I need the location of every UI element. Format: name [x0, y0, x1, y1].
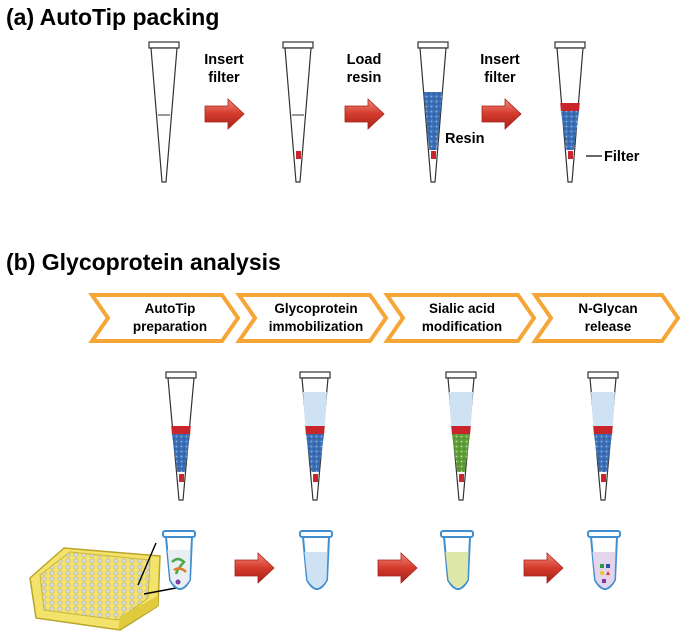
step-4-label-line2: release [585, 319, 632, 334]
step-1-label-line1: AutoTip [145, 301, 196, 316]
arrow-label-line1: Load [347, 52, 382, 68]
workflow-step-chevron-3 [383, 293, 537, 343]
autotip-preparation-tip [165, 371, 197, 501]
panel-b-title: (b) Glycoprotein analysis [6, 249, 281, 275]
sialic-acid-modification-tip [445, 371, 477, 501]
arrow-label-line2: filter [208, 70, 240, 86]
process-arrow-insert-filter-2 [481, 98, 522, 130]
step-2-label-line2: immobilization [269, 319, 364, 334]
arrow-label-line1: Insert [480, 52, 520, 68]
process-arrow-b1 [234, 552, 275, 584]
step-4-label-line1: N-Glycan [578, 301, 637, 316]
n-glycan-release-tip [587, 371, 619, 501]
arrow-label-line2: resin [347, 70, 382, 86]
arrow-label-line1: Insert [204, 52, 244, 68]
process-arrow-load-resin [344, 98, 385, 130]
glycoprotein-immobilization-tip [299, 371, 331, 501]
zoom-line-top [137, 542, 157, 586]
workflow-step-chevron-2 [235, 293, 389, 343]
sample-tube-immobilization [299, 530, 333, 590]
zoom-line-bottom [143, 587, 177, 595]
step-2-label-line1: Glycoprotein [274, 301, 357, 316]
sample-tube-n-glycan [587, 530, 621, 590]
workflow-step-chevron-4 [531, 293, 681, 343]
sample-tube-sialic-acid [440, 530, 474, 590]
glycan-yellow-icon [600, 571, 604, 575]
process-arrow-b3 [523, 552, 564, 584]
glycan-red-icon [606, 571, 610, 575]
step-1-label-line2: preparation [133, 319, 207, 334]
process-arrow-b2 [377, 552, 418, 584]
pipette-tip-packed [554, 41, 586, 183]
panel-a-title: (a) AutoTip packing [6, 4, 219, 30]
step-3-label-line2: modification [422, 319, 502, 334]
glycan-blue-icon [606, 564, 610, 568]
pipette-tip-with-filter [282, 41, 314, 183]
glycan-purple-icon [602, 579, 606, 583]
resin-label: Resin [445, 131, 485, 147]
96-well-plate [29, 547, 161, 631]
workflow-step-chevron-1 [88, 293, 241, 343]
sample-tube-autotip [162, 530, 196, 590]
process-arrow-insert-filter-1 [204, 98, 245, 130]
arrow-label-line2: filter [484, 70, 516, 86]
pipette-tip-with-resin [417, 41, 449, 183]
filter-label: Filter [604, 149, 640, 165]
pipette-tip-empty [148, 41, 180, 183]
step-3-label-line1: Sialic acid [429, 301, 495, 316]
glycan-green-icon [600, 564, 604, 568]
